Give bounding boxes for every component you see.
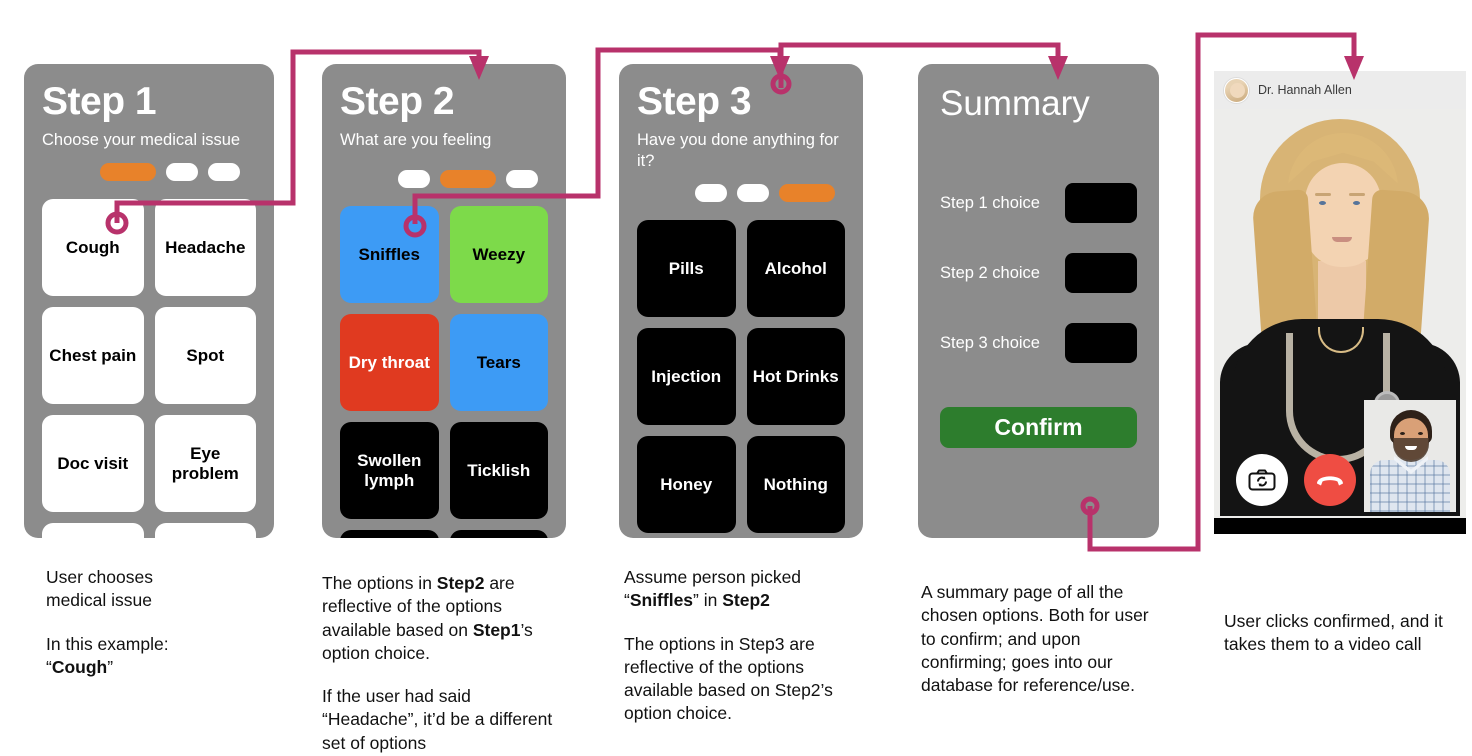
step-2-card: Step 2 What are you feeling Sniffles Wee… — [322, 64, 566, 538]
step-2-subtitle: What are you feeling — [340, 131, 492, 149]
summary-card: Summary Step 1 choice Step 2 choice Step… — [918, 64, 1159, 538]
camera-flip-icon — [1248, 469, 1276, 491]
step-2-title: Step 2 — [340, 80, 455, 123]
option-tile[interactable]: Eye problem — [154, 415, 256, 513]
caption-text: ’s option choice. — [322, 619, 533, 663]
summary-row-label: Step 3 choice — [940, 333, 1040, 352]
step-1-title: Step 1 — [42, 80, 157, 123]
caption-emphasis: Step2 — [436, 573, 485, 593]
caption-line: A summary page of all the chosen options… — [921, 582, 1149, 696]
caption-emphasis: Cough — [51, 656, 108, 677]
option-tile[interactable]: Injection — [637, 328, 736, 426]
option-tile[interactable] — [154, 523, 256, 538]
caption-line: User chooses — [46, 567, 153, 587]
self-view-thumbnail[interactable] — [1364, 400, 1456, 512]
step-3-progress — [695, 184, 845, 203]
progress-pill-3[interactable] — [506, 170, 538, 189]
option-tile[interactable]: Headache — [154, 199, 256, 297]
progress-pill-2[interactable] — [166, 163, 198, 182]
option-tile[interactable] — [449, 530, 548, 538]
confirm-button[interactable]: Confirm — [940, 407, 1137, 448]
option-tile[interactable]: Pills — [637, 220, 736, 318]
option-tile[interactable]: Honey — [637, 436, 736, 534]
quote-close: ” — [107, 656, 114, 677]
summary-row-value — [1065, 323, 1137, 363]
summary-caption: A summary page of all the chosen options… — [921, 581, 1161, 697]
caption-line: Assume person picked “Sniffles” in Step2 — [624, 566, 862, 613]
step-3-title: Step 3 — [637, 80, 752, 123]
step-3-caption: Assume person picked “Sniffles” in Step2… — [624, 566, 862, 726]
end-call-button[interactable] — [1304, 454, 1356, 506]
option-tile[interactable]: Dry throat — [340, 314, 439, 412]
option-tile[interactable]: Chest pain — [42, 307, 144, 405]
step-1-caption: User chooses medical issue In this examp… — [46, 566, 261, 679]
option-tile[interactable]: Spot — [154, 307, 256, 405]
option-tile[interactable]: Swollen lymph — [340, 422, 439, 520]
video-call-panel: Dr. Hannah Allen — [1214, 71, 1466, 534]
step-1-subtitle: Choose your medical issue — [42, 131, 241, 149]
step-2-caption: The options in Step2 are reflective of t… — [322, 572, 560, 755]
summary-row-label: Step 1 choice — [940, 193, 1040, 212]
caption-line: The options in Step3 are reflective of t… — [624, 633, 833, 724]
step-1-progress — [100, 163, 256, 182]
summary-row-label: Step 2 choice — [940, 263, 1040, 282]
caption-line: User clicks confirmed, and it takes them… — [1224, 611, 1443, 655]
phone-hangup-icon — [1317, 476, 1343, 486]
option-tile[interactable]: Sniffles — [340, 206, 439, 304]
doctor-name: Dr. Hannah Allen — [1258, 83, 1352, 97]
step-1-card: Step 1 Choose your medical issue Cough H… — [24, 64, 274, 538]
progress-pill-1[interactable] — [100, 163, 156, 182]
summary-row-value — [1065, 253, 1137, 293]
progress-pill-3[interactable] — [208, 163, 240, 182]
doctor-avatar — [1224, 77, 1249, 103]
summary-row-value — [1065, 183, 1137, 223]
video-call-controls — [1236, 454, 1356, 506]
video-call-header: Dr. Hannah Allen — [1214, 71, 1466, 109]
option-tile[interactable]: Tears — [449, 314, 548, 412]
caption-text: The options in — [322, 573, 437, 593]
progress-pill-2[interactable] — [737, 184, 769, 203]
caption-emphasis: Step1 — [472, 619, 521, 640]
option-tile[interactable]: Hot Drinks — [746, 328, 845, 426]
quote-open: “ — [46, 656, 52, 677]
option-tile[interactable] — [340, 530, 439, 538]
caption-text: are reflective of the options available … — [322, 573, 515, 640]
video-call-caption: User clicks confirmed, and it takes them… — [1224, 610, 1464, 657]
summary-title: Summary — [940, 84, 1090, 123]
summary-row: Step 3 choice — [940, 323, 1137, 363]
option-tile[interactable]: Nothing — [746, 436, 845, 534]
progress-pill-1[interactable] — [695, 184, 727, 203]
progress-pill-1[interactable] — [398, 170, 430, 189]
option-tile[interactable]: Cough — [42, 199, 144, 297]
caption-emphasis: Step2 — [722, 590, 770, 611]
step-1-options: Cough Headache Chest pain Spot Doc visit… — [42, 199, 256, 538]
caption-text: Assume person picked “ — [624, 567, 802, 611]
switch-camera-button[interactable] — [1236, 454, 1288, 506]
summary-row: Step 1 choice — [940, 183, 1137, 223]
progress-pill-2[interactable] — [440, 170, 496, 189]
caption-emphasis: Sniffles — [629, 590, 694, 611]
summary-row: Step 2 choice — [940, 253, 1137, 293]
step-2-options: Sniffles Weezy Dry throat Tears Swollen … — [340, 206, 548, 538]
option-tile[interactable]: Doc visit — [42, 415, 144, 513]
caption-line: “Cough” — [46, 656, 261, 679]
caption-text: ” in — [693, 590, 723, 611]
step-3-subtitle: Have you done anything for it? — [637, 131, 839, 171]
step-3-options: Pills Alcohol Injection Hot Drinks Honey… — [637, 220, 845, 538]
step-3-card: Step 3 Have you done anything for it? Pi… — [619, 64, 863, 538]
step-2-progress — [398, 170, 548, 189]
progress-pill-3[interactable] — [779, 184, 835, 203]
caption-line: In this example: — [46, 633, 169, 654]
caption-line: The options in Step2 are reflective of t… — [322, 572, 560, 665]
option-tile[interactable]: Weezy — [449, 206, 548, 304]
caption-line: medical issue — [46, 590, 153, 611]
option-tile[interactable]: Alcohol — [746, 220, 845, 318]
option-tile[interactable] — [42, 523, 144, 538]
option-tile[interactable]: Ticklish — [449, 422, 548, 520]
caption-line: If the user had said “Headache”, it’d be… — [322, 686, 553, 753]
